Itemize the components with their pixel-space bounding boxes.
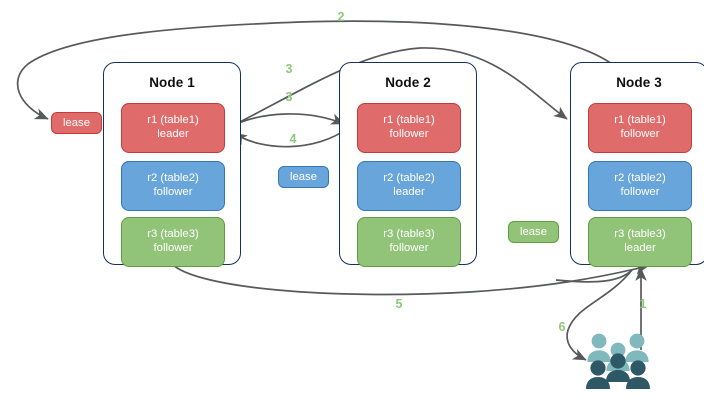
- node-container-3: Node 3 r1 (table1) follower r2 (table2) …: [570, 62, 704, 267]
- replica-role: follower: [153, 242, 193, 254]
- step-label-3-far: 3: [285, 62, 293, 76]
- replica-node1-r3[interactable]: r3 (table3) follower: [121, 217, 225, 267]
- replica-role: leader: [624, 242, 656, 254]
- edge-step-6-tail: [555, 269, 633, 283]
- replica-name: r3 (table3): [614, 228, 666, 241]
- node-title-2: Node 2: [385, 75, 431, 90]
- lease-badge-green[interactable]: lease: [508, 221, 559, 243]
- replica-name: r2 (table2): [614, 172, 666, 185]
- edge-step-3-near: [227, 113, 345, 129]
- edge-step-5: [171, 263, 649, 296]
- replica-node3-r3[interactable]: r3 (table3) leader: [588, 217, 692, 267]
- lease-badge-red[interactable]: lease: [51, 112, 102, 134]
- replica-role: follower: [389, 242, 429, 254]
- edge-step-4: [233, 127, 349, 148]
- replica-name: r3 (table3): [383, 228, 435, 241]
- step-label-3-near: 3: [285, 90, 293, 104]
- replica-name: r1 (table1): [147, 114, 199, 127]
- replica-name: r1 (table1): [383, 114, 435, 127]
- step-label-6: 6: [558, 320, 566, 334]
- node-title-1: Node 1: [149, 75, 195, 90]
- replica-node3-r2[interactable]: r2 (table2) follower: [588, 161, 692, 211]
- replica-node3-r1[interactable]: r1 (table1) follower: [588, 103, 692, 153]
- lease-badge-blue[interactable]: lease: [278, 166, 329, 188]
- node-container-1: Node 1 r1 (table1) leader r2 (table2) fo…: [103, 62, 241, 267]
- step-label-2: 2: [337, 10, 345, 24]
- replica-role: follower: [389, 128, 429, 140]
- replica-node1-r1[interactable]: r1 (table1) leader: [121, 103, 225, 153]
- replica-name: r3 (table3): [147, 228, 199, 241]
- replica-name: r1 (table1): [614, 114, 666, 127]
- node-title-3: Node 3: [616, 75, 662, 90]
- replica-role: leader: [393, 186, 425, 198]
- replica-name: r2 (table2): [147, 172, 199, 185]
- replica-role: follower: [620, 128, 660, 140]
- node-container-2: Node 2 r1 (table1) follower r2 (table2) …: [339, 62, 477, 267]
- replica-role: follower: [153, 186, 193, 198]
- replica-node2-r2[interactable]: r2 (table2) leader: [357, 161, 461, 211]
- step-label-4: 4: [289, 132, 297, 146]
- replica-node2-r3[interactable]: r3 (table3) follower: [357, 217, 461, 267]
- users-group-icon: [586, 333, 650, 389]
- replica-role: leader: [157, 128, 189, 140]
- step-label-5: 5: [395, 297, 403, 311]
- replica-name: r2 (table2): [383, 172, 435, 185]
- edge-step-2: [16, 20, 613, 120]
- edge-step-6: [566, 269, 633, 361]
- replica-node2-r1[interactable]: r1 (table1) follower: [357, 103, 461, 153]
- edge-step-3-far: [227, 47, 568, 129]
- replica-node1-r2[interactable]: r2 (table2) follower: [121, 161, 225, 211]
- replica-role: follower: [620, 186, 660, 198]
- step-label-1: 1: [639, 297, 647, 311]
